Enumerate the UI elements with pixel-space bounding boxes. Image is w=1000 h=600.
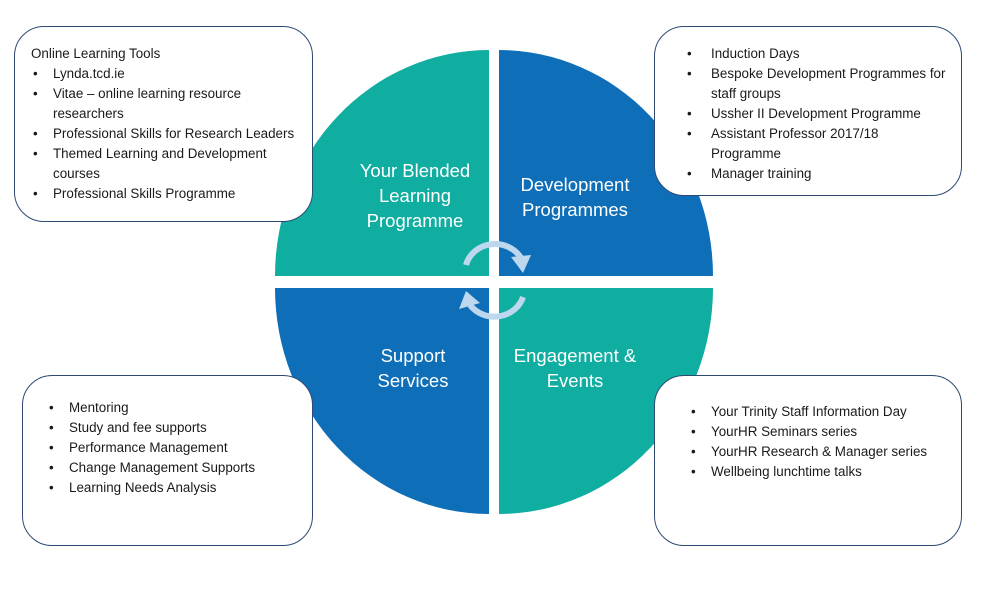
- engagement-events-box: Your Trinity Staff Information Day YourH…: [654, 375, 962, 546]
- list-item: Lynda.tcd.ie: [31, 64, 302, 84]
- quadrant-label-line: Support: [380, 345, 446, 366]
- online-learning-tools-box: Online Learning Tools Lynda.tcd.ie Vitae…: [14, 26, 313, 222]
- quadrant-bottom-left: [275, 288, 489, 514]
- list-item: Your Trinity Staff Information Day: [689, 402, 951, 422]
- quadrant-label-line: Events: [546, 370, 604, 391]
- quadrant-label-line: Engagement &: [513, 345, 637, 366]
- quadrant-top-right: [499, 50, 713, 276]
- list-item: Vitae – online learning resource researc…: [31, 84, 302, 124]
- quadrant-label-support-services: Support Services: [340, 343, 486, 393]
- cycle-arrowheads-icon: [459, 255, 531, 309]
- list-item: Ussher II Development Programme: [683, 104, 951, 124]
- list-item: Mentoring: [47, 398, 302, 418]
- quadrant-label-line: Programmes: [522, 199, 628, 220]
- engagement-events-list: Your Trinity Staff Information Day YourH…: [689, 402, 951, 482]
- list-item: Themed Learning and Development courses: [31, 144, 302, 184]
- support-services-box: Mentoring Study and fee supports Perform…: [22, 375, 313, 546]
- list-item: Wellbeing lunchtime talks: [689, 462, 951, 482]
- list-item: Change Management Supports: [47, 458, 302, 478]
- list-item: Study and fee supports: [47, 418, 302, 438]
- quadrant-label-blended-learning: Your Blended Learning Programme: [340, 158, 490, 233]
- support-services-list: Mentoring Study and fee supports Perform…: [47, 398, 302, 498]
- list-item: Bespoke Development Programmes for staff…: [683, 64, 951, 104]
- list-item: YourHR Seminars series: [689, 422, 951, 442]
- list-item: Professional Skills for Research Leaders: [31, 124, 302, 144]
- list-item: YourHR Research & Manager series: [689, 442, 951, 462]
- quadrant-label-engagement-events: Engagement & Events: [500, 343, 650, 393]
- cycle-arrows-icon: [463, 241, 526, 320]
- list-item: Learning Needs Analysis: [47, 478, 302, 498]
- quadrant-top-left: [275, 50, 489, 276]
- box-title: Online Learning Tools: [31, 46, 161, 61]
- list-item: Induction Days: [683, 44, 951, 64]
- list-item: Performance Management: [47, 438, 302, 458]
- quadrant-label-line: Services: [377, 370, 449, 391]
- quadrant-label-line: Your Blended: [359, 160, 471, 181]
- list-item: Assistant Professor 2017/18 Programme: [683, 124, 951, 164]
- quadrant-label-development-programmes: Development Programmes: [500, 172, 650, 222]
- quadrant-label-line: Programme: [366, 210, 464, 231]
- list-item: Manager training: [683, 164, 951, 184]
- list-item: Professional Skills Programme: [31, 184, 302, 204]
- development-programmes-list: Induction Days Bespoke Development Progr…: [683, 44, 951, 184]
- development-programmes-box: Induction Days Bespoke Development Progr…: [654, 26, 962, 196]
- online-learning-tools-list: Lynda.tcd.ie Vitae – online learning res…: [31, 64, 302, 204]
- quadrant-label-line: Development: [520, 174, 630, 195]
- quadrant-label-line: Learning: [378, 185, 451, 206]
- quadrant-bottom-right: [499, 288, 713, 514]
